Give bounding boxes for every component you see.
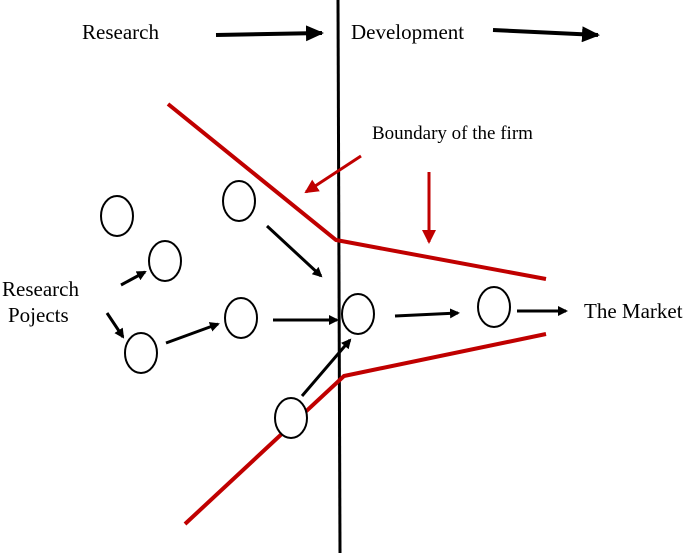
development-phase-arrow [492,26,600,43]
flow-arrow [120,270,147,287]
firm-boundary-bottom [183,332,547,526]
flow-arrow [165,322,220,345]
flow-arrow [105,312,125,339]
project-node [224,297,258,339]
development-header: Development [351,20,464,44]
project-node [100,195,134,237]
research-header: Research [82,20,159,44]
firm-boundary-top [166,102,547,281]
flow-arrow [265,224,323,278]
flow-arrow [394,308,460,319]
project-node [148,240,182,282]
flow-arrow [300,338,352,397]
research-phase-arrow [215,25,324,42]
research-projects-label-line1: Research [2,277,79,301]
project-node [124,332,158,374]
research-projects-label-line2: Pojects [8,303,69,327]
boundary-label: Boundary of the firm [372,123,533,144]
project-node [341,293,375,335]
boundary-pointer-arrow-left [304,154,362,194]
project-node [222,180,256,222]
phase-divider-line [336,0,342,553]
project-node [274,397,308,439]
project-node [477,286,511,328]
market-label: The Market [584,299,683,323]
